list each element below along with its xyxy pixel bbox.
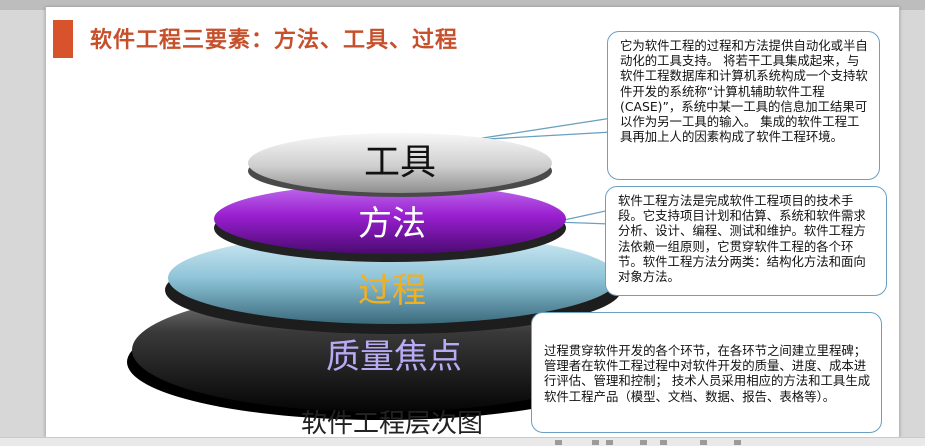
status-bar [0,437,925,446]
zoom-in-icon[interactable] [734,440,741,445]
top-toolbar-strip [0,0,925,10]
callout-process: 过程贯穿软件开发的各个环节，在各环节之间建立里程碑； 管理者在软件工程过程中对软… [531,312,882,433]
callout-tools: 它为软件工程的过程和方法提供自动化或半自动化的工具支持。 将若干工具集成起来，与… [607,31,880,180]
title-accent-bar [53,20,73,58]
view-sorter-icon[interactable] [606,440,613,445]
slide-title: 软件工程三要素：方法、工具、过程 [90,28,459,53]
view-reading-icon[interactable] [640,440,647,445]
view-normal-icon[interactable] [555,440,562,445]
view-slideshow-icon[interactable] [660,440,667,445]
view-outline-icon[interactable] [592,440,599,445]
zoom-out-icon[interactable] [700,440,707,445]
callout-methods: 软件工程方法是完成软件工程项目的技术手段。它支持项目计划和估算、系统和软件需求分… [605,186,887,296]
